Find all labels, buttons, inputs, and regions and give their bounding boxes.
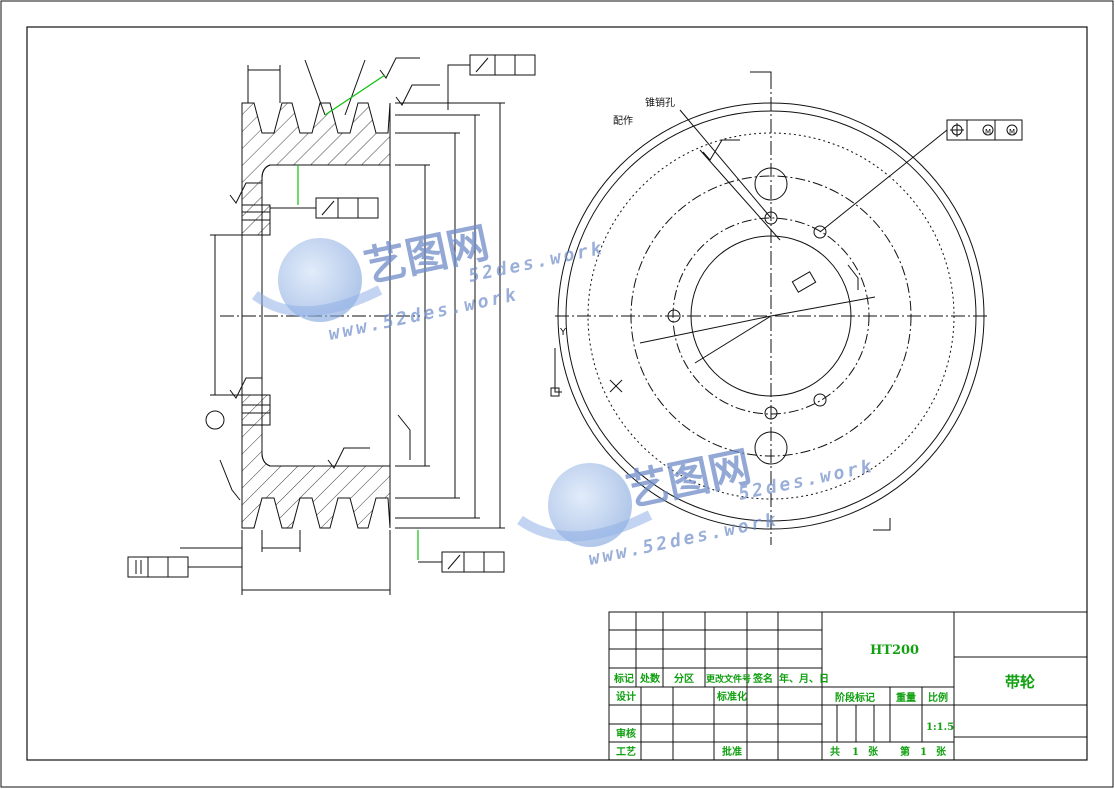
watermark-brand-right: 艺图网 <box>622 442 755 516</box>
datum-y-arrow <box>554 348 562 393</box>
y-axis-label: Y <box>559 327 567 338</box>
tb-page: 1 <box>920 747 927 758</box>
pin-hole-top <box>764 211 778 225</box>
gtol-leader-top <box>447 64 470 110</box>
front-roughness-1 <box>702 139 740 161</box>
gtol-frame-bottom <box>441 551 505 573</box>
gtol-frame-mid <box>315 197 379 219</box>
watermark-left: 艺图网 52des.work www.52des.work <box>251 218 606 345</box>
gtol-frame-left <box>127 556 189 578</box>
roughness-symbol-6 <box>327 447 370 469</box>
runout-symbol-top <box>475 57 489 73</box>
gtol-front-leader <box>819 129 948 233</box>
mmc-m1: M <box>985 128 991 136</box>
hub-lower <box>241 394 271 426</box>
roughness-symbol-7 <box>219 459 241 501</box>
mmc-m2: M <box>1009 128 1015 136</box>
groove-angle-a <box>304 59 326 116</box>
tb-total-label: 共 <box>830 745 840 758</box>
roughness-symbol-1 <box>395 84 440 106</box>
title-block <box>608 611 1088 761</box>
tb-material: HT200 <box>870 643 919 658</box>
watermark-swoosh-right <box>517 510 653 542</box>
groove-angle-b <box>344 59 366 116</box>
tb-stage-mark: 阶段标记 <box>835 691 875 704</box>
tb-page-label: 第 <box>900 745 910 758</box>
x-mark-b <box>609 379 623 393</box>
title-block-frame <box>608 611 1088 761</box>
tb-review: 审核 <box>616 727 636 740</box>
section-view <box>127 54 536 595</box>
pin-hole-ur <box>813 225 827 239</box>
tb-page-unit: 张 <box>936 745 947 758</box>
tb-scale-value: 1:1.5 <box>926 722 954 733</box>
gtol-frame-top <box>469 54 536 76</box>
taper-pin-leader <box>679 109 772 219</box>
front-roughness-2 <box>847 264 859 290</box>
tb-total: 1 <box>852 747 859 758</box>
pin-hole-bottom <box>764 406 778 420</box>
watermark-right: 艺图网 52des.work www.52des.work <box>517 442 877 570</box>
tb-mark: 标记 <box>613 672 634 685</box>
tb-date: 年、月、日 <box>779 672 829 685</box>
tb-part-name: 带轮 <box>1005 673 1035 691</box>
match-drill-label: 配作 <box>613 115 633 127</box>
roughness-symbol-4 <box>229 377 262 399</box>
radius-dim-3 <box>694 315 772 364</box>
lightening-hole-bottom <box>754 431 788 465</box>
tb-signature: 签名 <box>752 672 773 685</box>
keyway-mark <box>791 271 817 293</box>
tb-approve: 批准 <box>722 745 742 758</box>
roughness-symbol-3 <box>229 182 262 204</box>
pin-hole-lr <box>813 393 827 407</box>
inner-border <box>26 26 1088 761</box>
tb-standardize: 标准化 <box>716 690 747 703</box>
pitch-leader <box>699 149 781 241</box>
mmc-symbol-1 <box>982 124 994 136</box>
mmc-symbol-2 <box>1006 124 1018 136</box>
pin-hole-left <box>667 309 681 323</box>
tb-weight: 重量 <box>896 691 916 704</box>
tb-scale-label: 比例 <box>928 691 948 704</box>
roughness-symbol-5 <box>397 414 411 460</box>
roughness-symbol-2 <box>379 57 420 79</box>
green-leader-groove <box>324 74 386 116</box>
gtol-frame-front <box>946 119 1023 141</box>
tb-process: 工艺 <box>616 745 636 758</box>
watermark-url-right: 52des.work <box>737 456 877 505</box>
bottom-rim-section <box>241 424 391 529</box>
radius-dim-1 <box>639 315 772 344</box>
tb-zone: 分区 <box>674 672 694 685</box>
watermark-swoosh-left <box>251 285 383 317</box>
inner-cavity <box>261 164 391 467</box>
datum-circle <box>205 410 225 430</box>
tb-total-unit: 张 <box>868 745 879 758</box>
tb-count: 处数 <box>639 672 661 685</box>
radius-dim-2 <box>770 296 876 317</box>
runout-symbol-mid <box>321 200 335 216</box>
top-datum-mark <box>750 71 772 80</box>
front-view <box>550 71 1023 545</box>
lightening-hole-top <box>754 167 788 201</box>
runout-symbol-bottom <box>447 554 461 570</box>
taper-pin-hole-label: 锥销孔 <box>645 96 675 109</box>
top-rim-section <box>241 102 391 206</box>
datum-y-box <box>550 387 560 397</box>
tb-change-doc: 更改文件号 <box>706 673 751 685</box>
green-leaders <box>297 74 419 560</box>
bottom-datum-mark <box>873 518 891 531</box>
tb-design: 设计 <box>616 690 636 703</box>
